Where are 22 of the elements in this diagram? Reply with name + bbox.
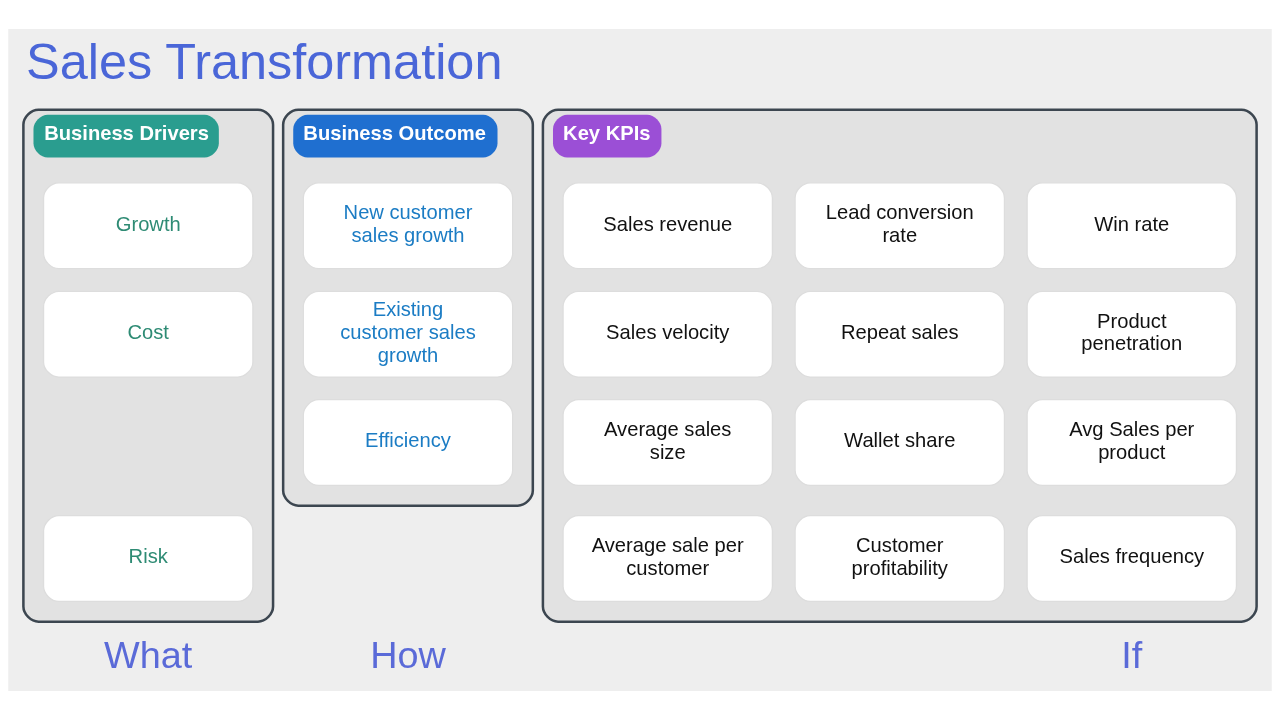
node-box: New customer sales growth	[302, 182, 514, 270]
node-box: Sales frequency	[1026, 515, 1238, 603]
node-box: Avg Sales per product	[1026, 399, 1238, 487]
node-box: Lead conversion rate	[794, 182, 1006, 270]
node-box: Win rate	[1026, 182, 1238, 270]
node-box: Average sales size	[562, 399, 774, 487]
node-box: Growth	[42, 182, 254, 270]
node-box: Average sale per customer	[562, 515, 774, 603]
node-box: Customer profitability	[794, 515, 1006, 603]
label: If	[1121, 634, 1143, 677]
node-box: Wallet share	[794, 399, 1006, 487]
node-box: Cost	[42, 290, 254, 378]
node-box: Efficiency	[302, 399, 514, 487]
node-box: Repeat sales	[794, 290, 1006, 378]
node-box: Sales velocity	[562, 290, 774, 378]
diagram-title: Sales Transformation	[26, 33, 503, 91]
node-box: Product penetration	[1026, 290, 1238, 378]
label: What	[104, 634, 193, 677]
label: How	[370, 634, 446, 677]
node-box: Sales revenue	[562, 182, 774, 270]
node-box: Risk	[42, 515, 254, 603]
node-box: Existing customer sales growth	[302, 290, 514, 378]
